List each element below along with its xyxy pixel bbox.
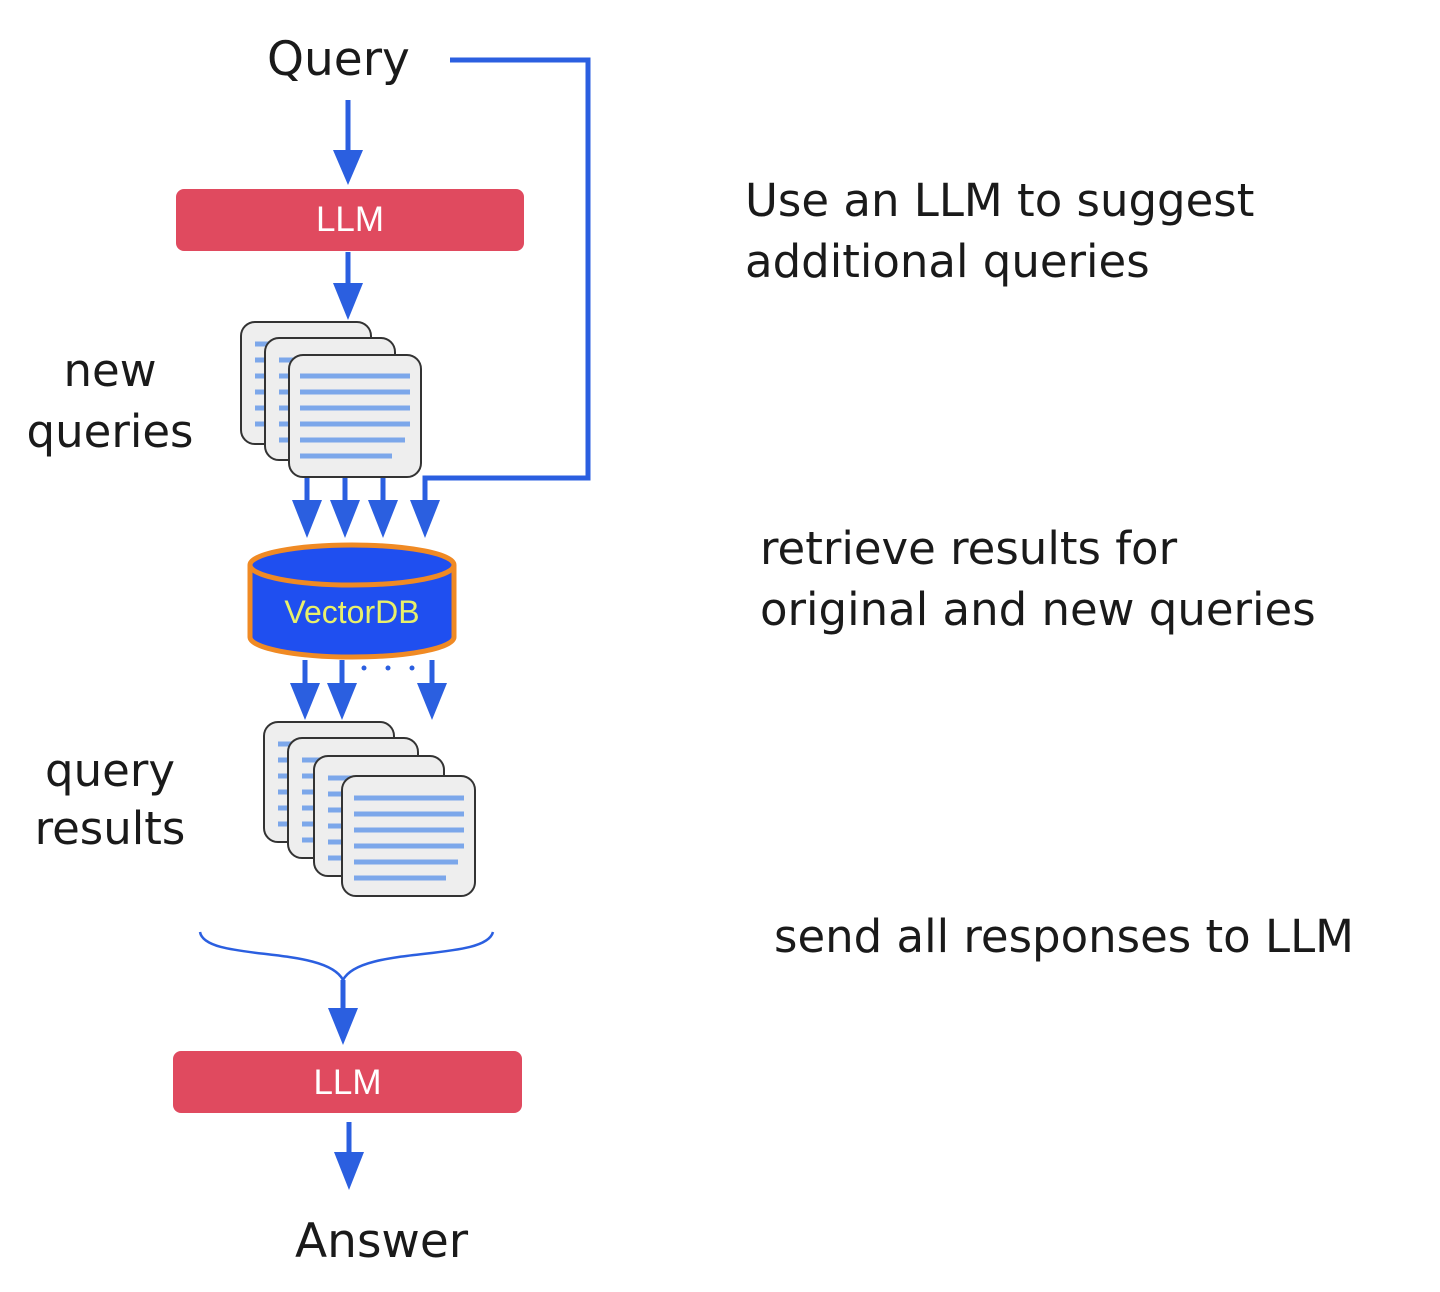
new-queries-line-1: new: [63, 344, 157, 397]
arrows-vectordb-to-results: [290, 660, 447, 720]
arrows-new-queries-to-vectordb: [292, 478, 398, 538]
llm-bottom-label: LLM: [313, 1063, 382, 1102]
step-retrieve-text: retrieve results for original and new qu…: [760, 518, 1316, 640]
step-retrieve-line-2: original and new queries: [760, 583, 1316, 636]
answer-label: Answer: [295, 1214, 469, 1269]
merge-brace: [198, 931, 495, 983]
step-suggest-line-1: Use an LLM to suggest: [745, 174, 1255, 227]
arrow-results-to-llm: [328, 980, 358, 1045]
arrow-original-query-bypass: [410, 57, 591, 538]
query-results-label: query results: [15, 742, 205, 858]
doc-icon: [288, 354, 422, 478]
new-queries-doc-stack: [240, 321, 422, 478]
vectordb-cylinder: [247, 542, 457, 660]
step-suggest-line-2: additional queries: [745, 235, 1150, 288]
llm-bottom-box: [173, 1051, 522, 1113]
vectordb-label: VectorDB: [284, 594, 420, 630]
arrow-llm-to-answer: [334, 1122, 364, 1190]
query-results-doc-stack: [263, 721, 476, 897]
llm-top-box: [176, 189, 524, 251]
arrow-llm-to-new-queries: [333, 252, 363, 320]
step-retrieve-line-1: retrieve results for: [760, 522, 1178, 575]
step-suggest-text: Use an LLM to suggest additional queries: [745, 170, 1254, 292]
arrow-query-to-llm: [333, 100, 363, 185]
new-queries-label: new queries: [15, 340, 205, 462]
step-send-text: send all responses to LLM: [774, 910, 1354, 963]
ellipsis-dots: [361, 665, 415, 671]
query-results-line-2: results: [34, 802, 186, 855]
query-label: Query: [267, 32, 410, 87]
doc-icon: [341, 775, 476, 897]
query-results-line-1: query: [45, 744, 175, 797]
new-queries-line-2: queries: [26, 405, 194, 458]
llm-top-label: LLM: [315, 200, 385, 239]
